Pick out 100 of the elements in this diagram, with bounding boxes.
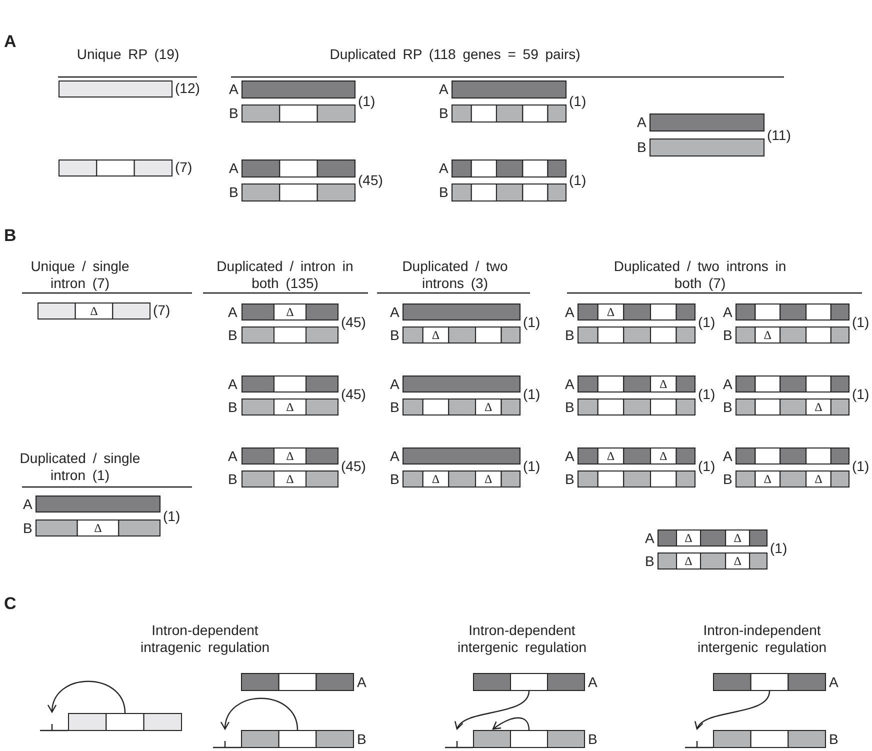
copy-label: A — [565, 376, 574, 392]
copy-label: A — [565, 304, 574, 320]
copy-label: A — [390, 448, 400, 464]
count-label: (1) — [698, 386, 716, 402]
count-label: (1) — [852, 458, 870, 474]
copy-label: B — [829, 731, 838, 747]
gene-drawing — [213, 730, 354, 748]
count-label: (1) — [523, 386, 540, 402]
copy-label: A — [357, 674, 366, 690]
deletion-symbol: Δ — [286, 401, 294, 414]
copy-label: A — [228, 376, 238, 392]
copy-label: A — [645, 530, 654, 546]
count-label: (1) — [852, 386, 870, 402]
copy-label: B — [228, 399, 238, 415]
copy-label: A — [229, 160, 238, 176]
count-label: (1) — [523, 458, 540, 474]
copy-label: B — [228, 471, 238, 487]
deletion-symbol: Δ — [286, 306, 294, 319]
gene-drawing — [241, 673, 354, 691]
copy-label: A — [439, 81, 448, 97]
copy-label: B — [565, 399, 574, 415]
copy-label: B — [228, 327, 238, 343]
count-label: (1) — [698, 314, 716, 330]
deletion-symbol: Δ — [286, 450, 294, 463]
deletion-symbol: Δ — [660, 450, 668, 463]
regulation-arrow — [48, 680, 126, 714]
count-label: (1) — [569, 172, 586, 188]
deletion-symbol: Δ — [764, 473, 772, 486]
copy-label: B — [723, 399, 732, 415]
panel-letter: B — [4, 228, 16, 244]
deletion-symbol: Δ — [684, 532, 692, 545]
column-heading: Duplicated / intron in both (135) — [216, 258, 354, 292]
panel-letter: C — [4, 596, 16, 612]
count-label: (45) — [341, 314, 366, 330]
count-label: (1) — [569, 93, 586, 109]
deletion-symbol: Δ — [432, 473, 440, 486]
deletion-symbol: Δ — [734, 555, 742, 568]
count-label: (7) — [153, 302, 170, 318]
copy-label: A — [829, 674, 838, 690]
column-heading: Duplicated / single intron (1) — [18, 450, 142, 484]
count-label: (1) — [523, 314, 540, 330]
count-label: (45) — [341, 458, 366, 474]
copy-label: B — [645, 553, 654, 569]
column-heading: Duplicated / two introns (3) — [401, 258, 509, 292]
copy-label: A — [228, 304, 238, 320]
regulation-arrow — [696, 690, 770, 730]
copy-label: B — [637, 139, 646, 155]
column-heading: Unique / single intron (7) — [30, 258, 130, 292]
deletion-symbol: Δ — [660, 378, 668, 391]
deletion-symbol: Δ — [734, 532, 742, 545]
copy-label: B — [565, 327, 574, 343]
copy-label: B — [229, 184, 238, 200]
deletion-symbol: Δ — [814, 401, 822, 414]
copy-label: B — [723, 327, 732, 343]
count-label: (1) — [358, 93, 376, 109]
column-heading: Intron-dependent intragenic regulation — [139, 622, 271, 656]
gene-drawing — [445, 730, 585, 748]
deletion-symbol: Δ — [814, 473, 822, 486]
deletion-symbol: Δ — [484, 473, 492, 486]
count-label: (7) — [175, 159, 192, 175]
gene-drawing — [40, 713, 182, 731]
copy-label: B — [23, 520, 32, 536]
count-label: (1) — [698, 458, 716, 474]
count-label: (12) — [175, 80, 200, 96]
deletion-symbol: Δ — [90, 305, 98, 318]
column-heading: Intron-dependent intergenic regulation — [456, 622, 588, 656]
copy-label: A — [390, 376, 400, 392]
copy-label: A — [723, 304, 732, 320]
gene-drawing — [685, 730, 826, 748]
gene-drawing — [473, 673, 585, 691]
copy-label: B — [357, 731, 366, 747]
count-label: (45) — [341, 386, 366, 402]
copy-label: A — [637, 114, 646, 130]
deletion-symbol: Δ — [94, 522, 102, 535]
copy-label: B — [723, 471, 732, 487]
copy-label: B — [588, 731, 598, 747]
regulation-arrow — [492, 717, 530, 730]
count-label: (1) — [770, 540, 788, 556]
copy-label: A — [565, 448, 574, 464]
copy-label: B — [390, 327, 400, 343]
column-heading: Duplicated / two introns in both (7) — [612, 258, 788, 292]
copy-label: B — [229, 105, 238, 121]
deletion-symbol: Δ — [606, 306, 615, 319]
regulation-arrow — [456, 690, 530, 730]
copy-label: A — [23, 496, 32, 512]
copy-label: B — [390, 471, 400, 487]
regulation-arrow — [222, 698, 298, 730]
panel-letter: A — [4, 34, 16, 50]
deletion-symbol: Δ — [606, 450, 615, 463]
copy-label: B — [439, 184, 448, 200]
count-label: (1) — [852, 314, 870, 330]
copy-label: B — [390, 399, 400, 415]
deletion-symbol: Δ — [484, 401, 492, 414]
deletion-symbol: Δ — [684, 555, 692, 568]
column-heading: Duplicated RP (118 genes = 59 pairs) — [328, 46, 582, 63]
column-heading: Intron-independent intergenic regulation — [696, 622, 828, 656]
copy-label: A — [229, 81, 238, 97]
deletion-symbol: Δ — [286, 473, 294, 486]
copy-label: A — [723, 448, 732, 464]
copy-label: A — [228, 448, 238, 464]
